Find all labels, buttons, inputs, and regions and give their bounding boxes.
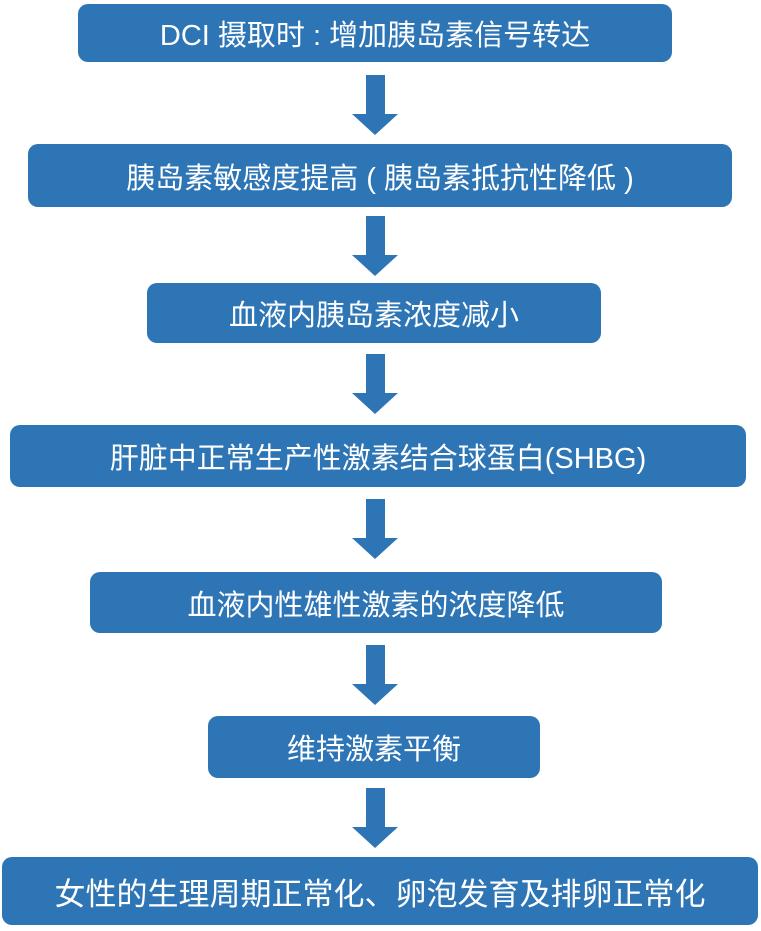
flow-step-label: 女性的生理周期正常化、卵泡发育及排卵正常化 (54, 876, 706, 912)
arrow-stem (365, 788, 385, 827)
arrow-stem (365, 499, 385, 538)
flow-step-label: DCI 摄取时 : 增加胰岛素信号转达 (159, 20, 591, 52)
down-arrow-icon (352, 75, 398, 135)
down-arrow-icon (352, 354, 398, 414)
flow-step-hormone-balance: 维持激素平衡 (208, 716, 540, 778)
arrow-head (352, 538, 398, 559)
arrow-head (352, 684, 398, 705)
arrow-stem (365, 216, 385, 255)
flow-step-shbg-production: 肝脏中正常生产性激素结合球蛋白(SHBG) (10, 425, 746, 487)
flow-step-label: 维持激素平衡 (286, 734, 461, 766)
down-arrow-icon (352, 216, 398, 276)
arrow-stem (365, 645, 385, 684)
down-arrow-icon (352, 788, 398, 848)
flow-step-blood-insulin-decrease: 血液内胰岛素浓度减小 (147, 283, 601, 343)
flow-step-label: 血液内性雄性激素的浓度降低 (187, 589, 565, 622)
down-arrow-icon (352, 499, 398, 559)
flow-step-label: 胰岛素敏感度提高 ( 胰岛素抵抗性降低 ) (126, 162, 634, 195)
arrow-head (352, 255, 398, 276)
arrow-head (352, 393, 398, 414)
arrow-head (352, 827, 398, 848)
flow-step-dci-intake: DCI 摄取时 : 增加胰岛素信号转达 (78, 4, 672, 62)
arrow-stem (365, 354, 385, 393)
flow-step-androgen-decrease: 血液内性雄性激素的浓度降低 (90, 572, 662, 633)
arrow-head (352, 114, 398, 135)
flow-step-label: 血液内胰岛素浓度减小 (228, 300, 519, 332)
flow-step-insulin-sensitivity: 胰岛素敏感度提高 ( 胰岛素抵抗性降低 ) (28, 144, 732, 207)
arrow-stem (365, 75, 385, 114)
flow-step-cycle-normalization: 女性的生理周期正常化、卵泡发育及排卵正常化 (2, 857, 758, 925)
down-arrow-icon (352, 645, 398, 705)
flow-step-label: 肝脏中正常生产性激素结合球蛋白(SHBG) (109, 443, 647, 475)
